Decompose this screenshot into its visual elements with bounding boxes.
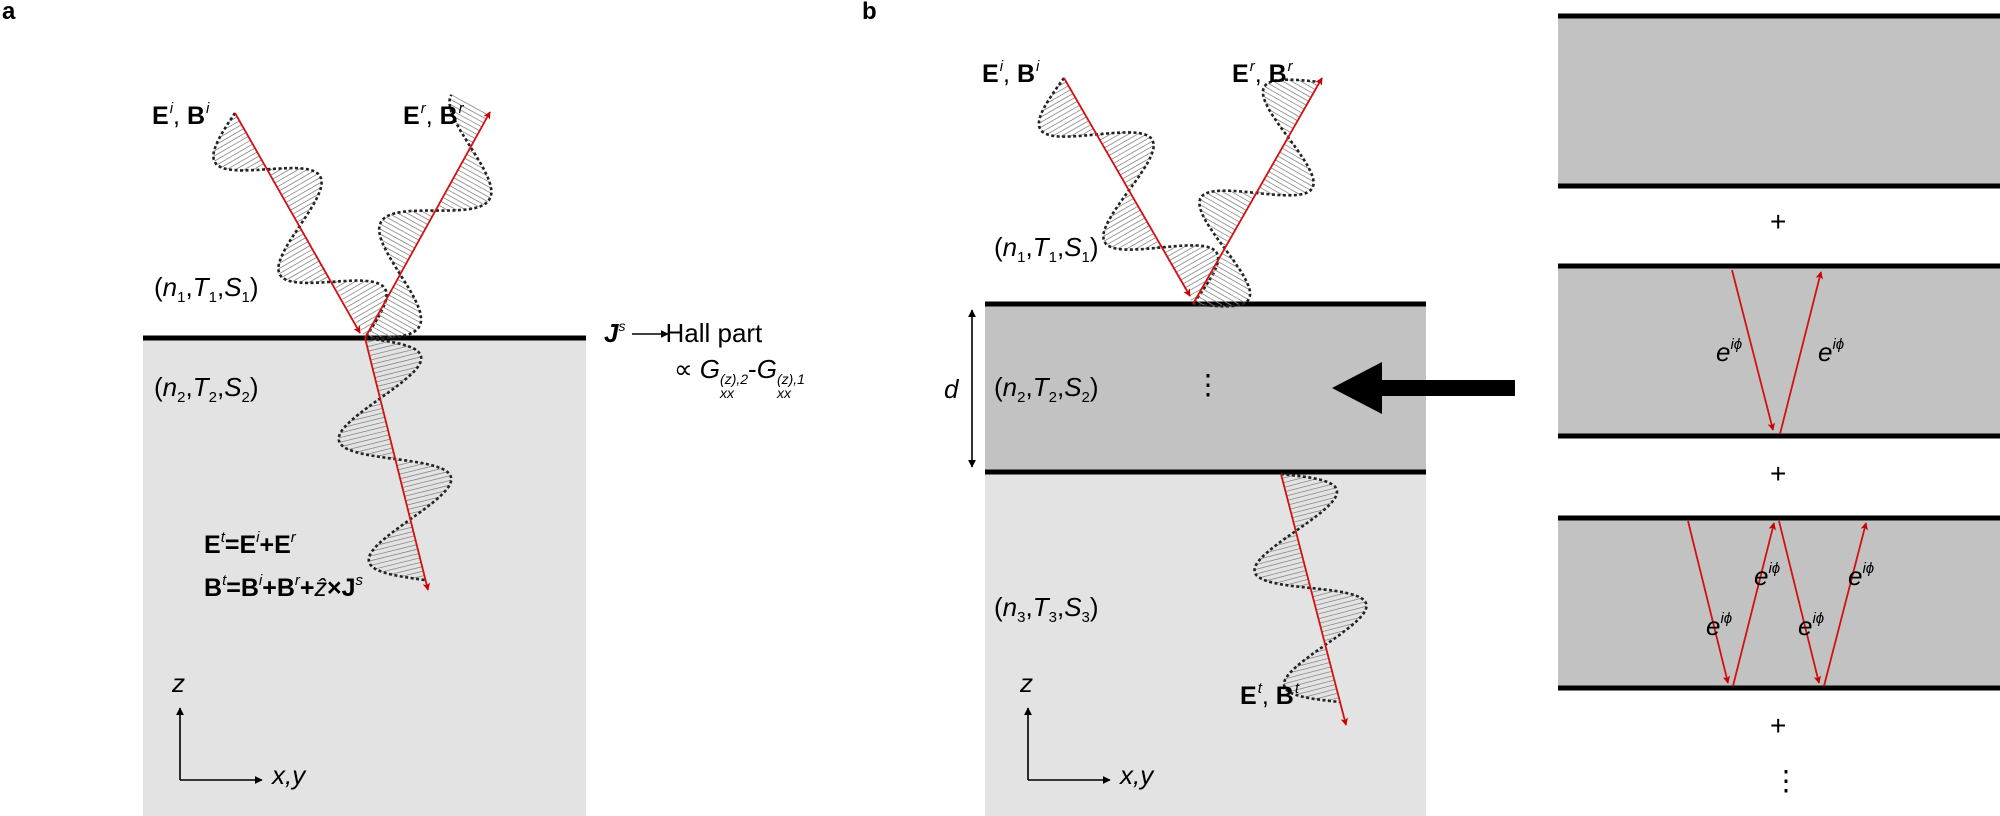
- panel-b-medium3-label: (n3,T3,S3): [994, 592, 1099, 626]
- panel-a-reflected-ray: [364, 111, 491, 339]
- panel-b-transmitted-wave: [1253, 472, 1368, 704]
- panel-b-incident-label: Ei, Bi: [982, 58, 1040, 88]
- expansion-slab-3-ray-4: [1823, 522, 1868, 687]
- phase-label-slab3-4: eiϕ: [1848, 560, 1875, 591]
- panel-b-medium3-region: [985, 472, 1426, 816]
- panel-b-transmitted-ray: [1280, 473, 1348, 726]
- panel-a-incident-ray: [234, 112, 361, 334]
- expansion-slab-3-ray-1: [1687, 520, 1731, 684]
- panel-a-reflected-wave: [365, 94, 493, 340]
- panel-b-medium2-label: (n2,T2,S2): [994, 372, 1099, 406]
- panel-b-incident-ray: [1063, 77, 1191, 297]
- panel-a-incident-label: Ei, Bi: [152, 100, 210, 130]
- expansion-slab-2-ray-down: [1731, 269, 1775, 431]
- equation-e-total: Et=Ei+Er: [204, 529, 296, 559]
- panel-b-z-label: z: [1020, 668, 1033, 698]
- panel-b-reflected-label: Er, Br: [1232, 58, 1293, 88]
- panel-b-reflected-ray: [1192, 77, 1323, 305]
- panel-a-z-label: z: [172, 668, 185, 698]
- expansion-slab-1: [1558, 16, 2000, 186]
- panel-b-medium1-label: (n1,T1,S1): [994, 232, 1099, 266]
- phase-label-slab2-right: eiϕ: [1818, 336, 1845, 367]
- panel-a-medium1-label: (n1,T1,S1): [154, 272, 259, 306]
- expansion-slab-3-ray-2: [1732, 522, 1777, 687]
- thickness-label: d: [944, 374, 959, 404]
- expansion-plus-2: +: [1770, 458, 1787, 489]
- expansion-plus-3: +: [1770, 710, 1787, 741]
- panel-b-transmitted-label: Et, Bt: [1240, 680, 1299, 710]
- expansion-vdots: ⋮: [1772, 765, 1800, 796]
- panel-a-letter: a: [2, 0, 16, 25]
- phase-label-slab3-2: eiϕ: [1754, 560, 1781, 591]
- panel-b-letter: b: [862, 0, 877, 25]
- phase-label-slab3-1: eiϕ: [1706, 610, 1733, 641]
- panel-a-transmitted-ray: [364, 337, 431, 591]
- panel-a-medium2-label: (n2,T2,S2): [154, 372, 259, 406]
- panel-b-xy-label: x,y: [1120, 760, 1154, 790]
- expansion-slab-3: [1558, 518, 2000, 688]
- big-arrow-shaft: [1382, 380, 1515, 396]
- phase-label-slab2-left: eiϕ: [1716, 336, 1743, 367]
- panel-a-xy-label: x,y: [272, 760, 306, 790]
- expansion-plus-1: +: [1770, 206, 1787, 237]
- expansion-slab-2-ray-up: [1779, 271, 1823, 435]
- phase-label-slab3-3: eiϕ: [1798, 610, 1825, 641]
- big-arrow-head: [1332, 362, 1382, 414]
- expansion-slab-2: [1558, 266, 2000, 436]
- expansion-slab-3-ray-3: [1778, 520, 1822, 684]
- panel-a-incident-wave: [212, 112, 388, 339]
- equation-b-total: Bt=Bi+Br+ẑ×Js: [204, 572, 364, 602]
- panel-a-reflected-label: Er, Br: [403, 100, 464, 130]
- boundary-equations: Et=Ei+Er Bt=Bi+Br+ẑ×Js: [204, 520, 363, 606]
- slab-internal-vdots: ⋮: [1194, 369, 1222, 400]
